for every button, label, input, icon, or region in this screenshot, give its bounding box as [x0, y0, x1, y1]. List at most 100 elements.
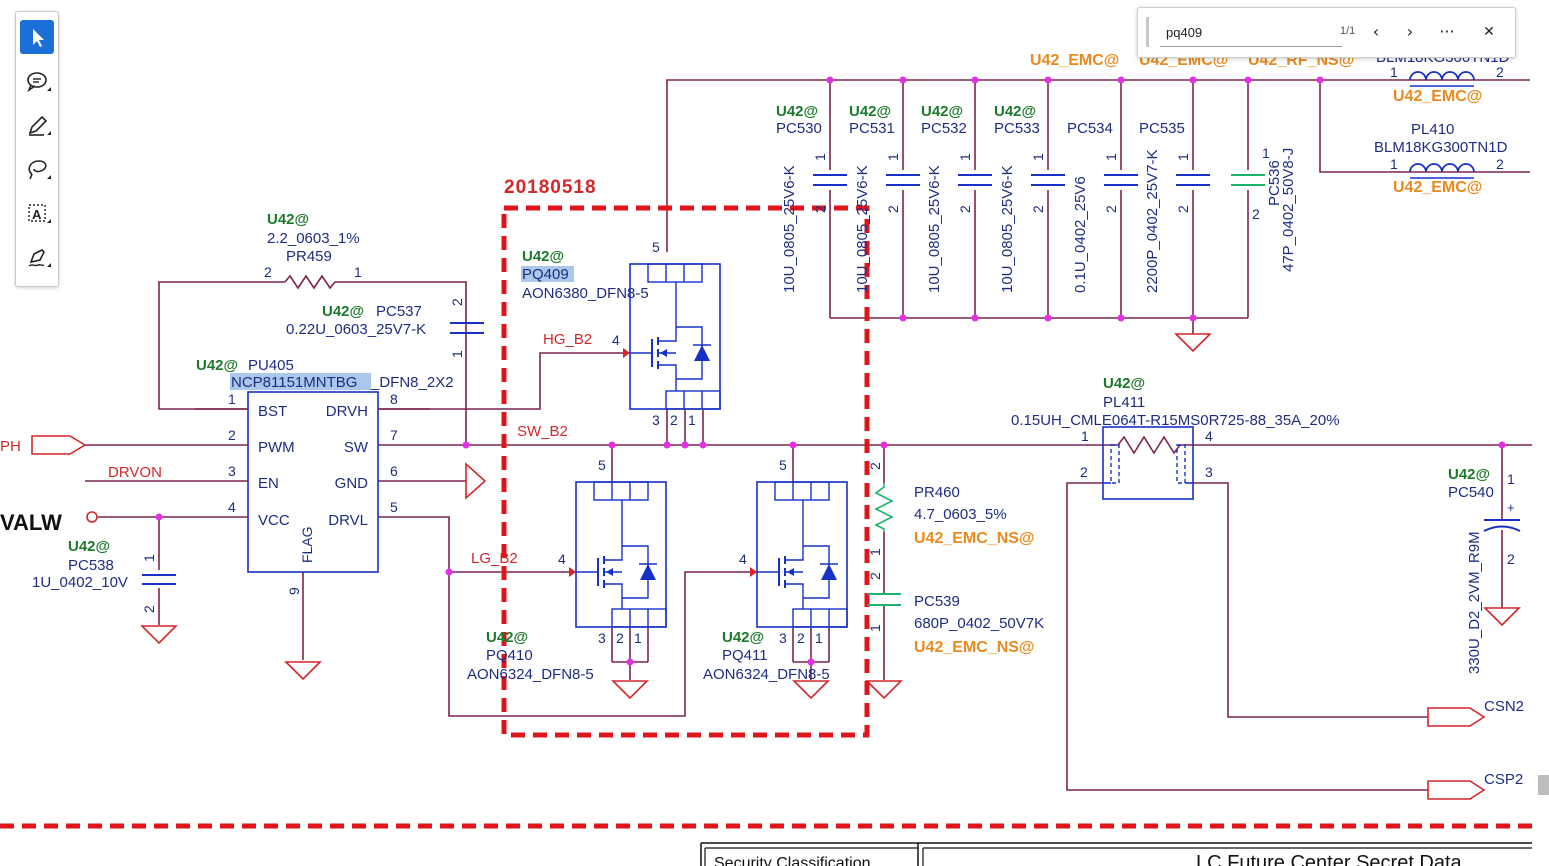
cap-value: 2200P_0402_25V7-K	[1144, 150, 1161, 293]
cap-pin-2: 2	[957, 205, 973, 213]
resistor-pr459: U42@ 2.2_0603_1% PR459 2 1	[264, 211, 362, 290]
select-tool-button[interactable]	[20, 20, 54, 54]
capacitor-pc537: U42@ PC537 0.22U_0603_25V7-K 2 1	[286, 298, 484, 358]
top-tag-emc-1: U42_EMC@	[1030, 52, 1119, 69]
cap-pin-2: 2	[885, 205, 901, 213]
capacitor-pc540: U42@ PC540 1 2 + 330U_D2_2VM_R9M	[1448, 466, 1521, 674]
junction-dot	[462, 441, 470, 449]
svg-text:2: 2	[1507, 551, 1515, 567]
svg-text:1: 1	[867, 548, 883, 556]
signature-pen-icon	[28, 249, 51, 267]
pq411-pin-s1: 3	[779, 630, 787, 646]
cap-pin-1: 1	[885, 153, 901, 161]
comment-icon	[27, 72, 51, 93]
net-label-hg: HG_B2	[543, 331, 592, 348]
cap-value: 10U_0805_25V6-K	[781, 165, 798, 293]
cap-ref: PC533	[994, 120, 1040, 137]
svg-text:1U_0402_10V: 1U_0402_10V	[32, 574, 128, 591]
junction-dot	[1189, 76, 1197, 84]
cap-pin-1: 1	[812, 153, 828, 161]
find-previous-button[interactable]: ‹	[1363, 19, 1389, 45]
cap-pin-1: 1	[1103, 153, 1119, 161]
junction-dot	[899, 76, 907, 84]
vertical-scrollbar-thumb[interactable]	[1538, 775, 1549, 795]
svg-text:2: 2	[1496, 64, 1504, 80]
cap-value: 10U_0805_25V6-K	[999, 165, 1016, 293]
pu405-pkg: _DFN8_2X2	[370, 374, 454, 391]
junction-dot	[608, 441, 616, 449]
cap-pin-1: 1	[1030, 153, 1046, 161]
cap-pin-2: 2	[1252, 206, 1260, 222]
svg-text:U42_EMC_NS@: U42_EMC_NS@	[914, 639, 1035, 656]
junction-dot	[1117, 76, 1125, 84]
junction-dots	[155, 76, 1506, 666]
find-next-button[interactable]: ›	[1397, 19, 1423, 45]
net-label-ph: PH	[0, 438, 21, 455]
cap-pin-1: 1	[957, 153, 973, 161]
sign-tool-button[interactable]	[20, 240, 54, 274]
cap-pin-2: 2	[1175, 205, 1191, 213]
draw-tool-button[interactable]	[20, 152, 54, 186]
pin-label-drvl: DRVL	[328, 512, 368, 529]
pq410-pin-s3: 1	[634, 630, 642, 646]
pq409-pin-s2: 2	[670, 412, 678, 428]
find-bar-accent	[1146, 17, 1149, 47]
cap-value: 0.1U_0402_25V6	[1072, 176, 1089, 293]
pin-num-2: 2	[228, 427, 236, 443]
svg-text:2: 2	[449, 298, 465, 306]
svg-text:4.7_0603_5%: 4.7_0603_5%	[914, 506, 1007, 523]
cap-ref: PC536	[1266, 160, 1283, 206]
pq409-pin-s1: 3	[652, 412, 660, 428]
find-more-options-button[interactable]: ···	[1434, 19, 1460, 45]
pin-num-8: 8	[390, 391, 398, 407]
wires	[85, 79, 1532, 791]
svg-text:330U_D2_2VM_R9M: 330U_D2_2VM_R9M	[1466, 531, 1483, 674]
pin-num-4: 4	[228, 499, 236, 515]
comment-tool-button[interactable]	[20, 64, 54, 98]
svg-text:0.22U_0603_25V7-K: 0.22U_0603_25V7-K	[286, 321, 426, 338]
svg-text:1: 1	[354, 264, 362, 280]
resistor-pr460: PR460 4.7_0603_5% U42_EMC_NS@ 2 1	[867, 462, 1035, 556]
cap-value: 47P_0402_50V8-J	[1280, 148, 1297, 272]
find-result-count: 1/1	[1340, 25, 1356, 37]
svg-text:PL410: PL410	[1411, 121, 1454, 138]
cap-ref: PC530	[776, 120, 822, 137]
pu405-tag: U42@	[196, 357, 238, 374]
pin-label-pwm: PWM	[258, 439, 295, 456]
junction-dot	[1117, 314, 1125, 322]
cap-pin-1: 1	[1175, 153, 1191, 161]
date-stamp: 20180518	[504, 177, 597, 198]
pq411-tag: U42@	[722, 629, 764, 646]
svg-text:PL411: PL411	[1103, 394, 1145, 411]
cap-value: 10U_0805_25V6-K	[926, 165, 943, 293]
svg-text:1: 1	[1390, 64, 1398, 80]
pq409-pin-drain: 5	[652, 239, 660, 255]
svg-text:4: 4	[1205, 428, 1213, 444]
pin-label-sw: SW	[344, 439, 369, 456]
text-select-tool-button[interactable]: A	[20, 196, 54, 230]
pq411-pin-gate: 4	[739, 551, 747, 567]
pin-num-7: 7	[390, 427, 398, 443]
arrow-cursor-icon	[33, 29, 44, 47]
cap-ref: PC535	[1139, 120, 1185, 137]
pq411-pin-s3: 1	[815, 630, 823, 646]
junction-dot	[899, 314, 907, 322]
junction-dot	[663, 441, 671, 449]
highlight-tool-button[interactable]	[20, 108, 54, 142]
chevron-left-icon: ‹	[1372, 22, 1380, 41]
find-input[interactable]	[1160, 18, 1342, 47]
pq411-part: AON6324_DFN8-5	[703, 666, 830, 683]
net-label-csn2: CSN2	[1484, 698, 1524, 715]
pq409-part: AON6380_DFN8-5	[522, 285, 649, 302]
lasso-icon	[28, 160, 51, 180]
find-close-button[interactable]: ✕	[1476, 19, 1502, 45]
svg-text:U42@: U42@	[68, 538, 110, 555]
cap-tag: U42@	[994, 103, 1036, 120]
junction-dot	[1189, 314, 1197, 322]
pin-num-3: 3	[228, 463, 236, 479]
junction-dot	[445, 568, 453, 576]
junction-dot	[880, 441, 888, 449]
